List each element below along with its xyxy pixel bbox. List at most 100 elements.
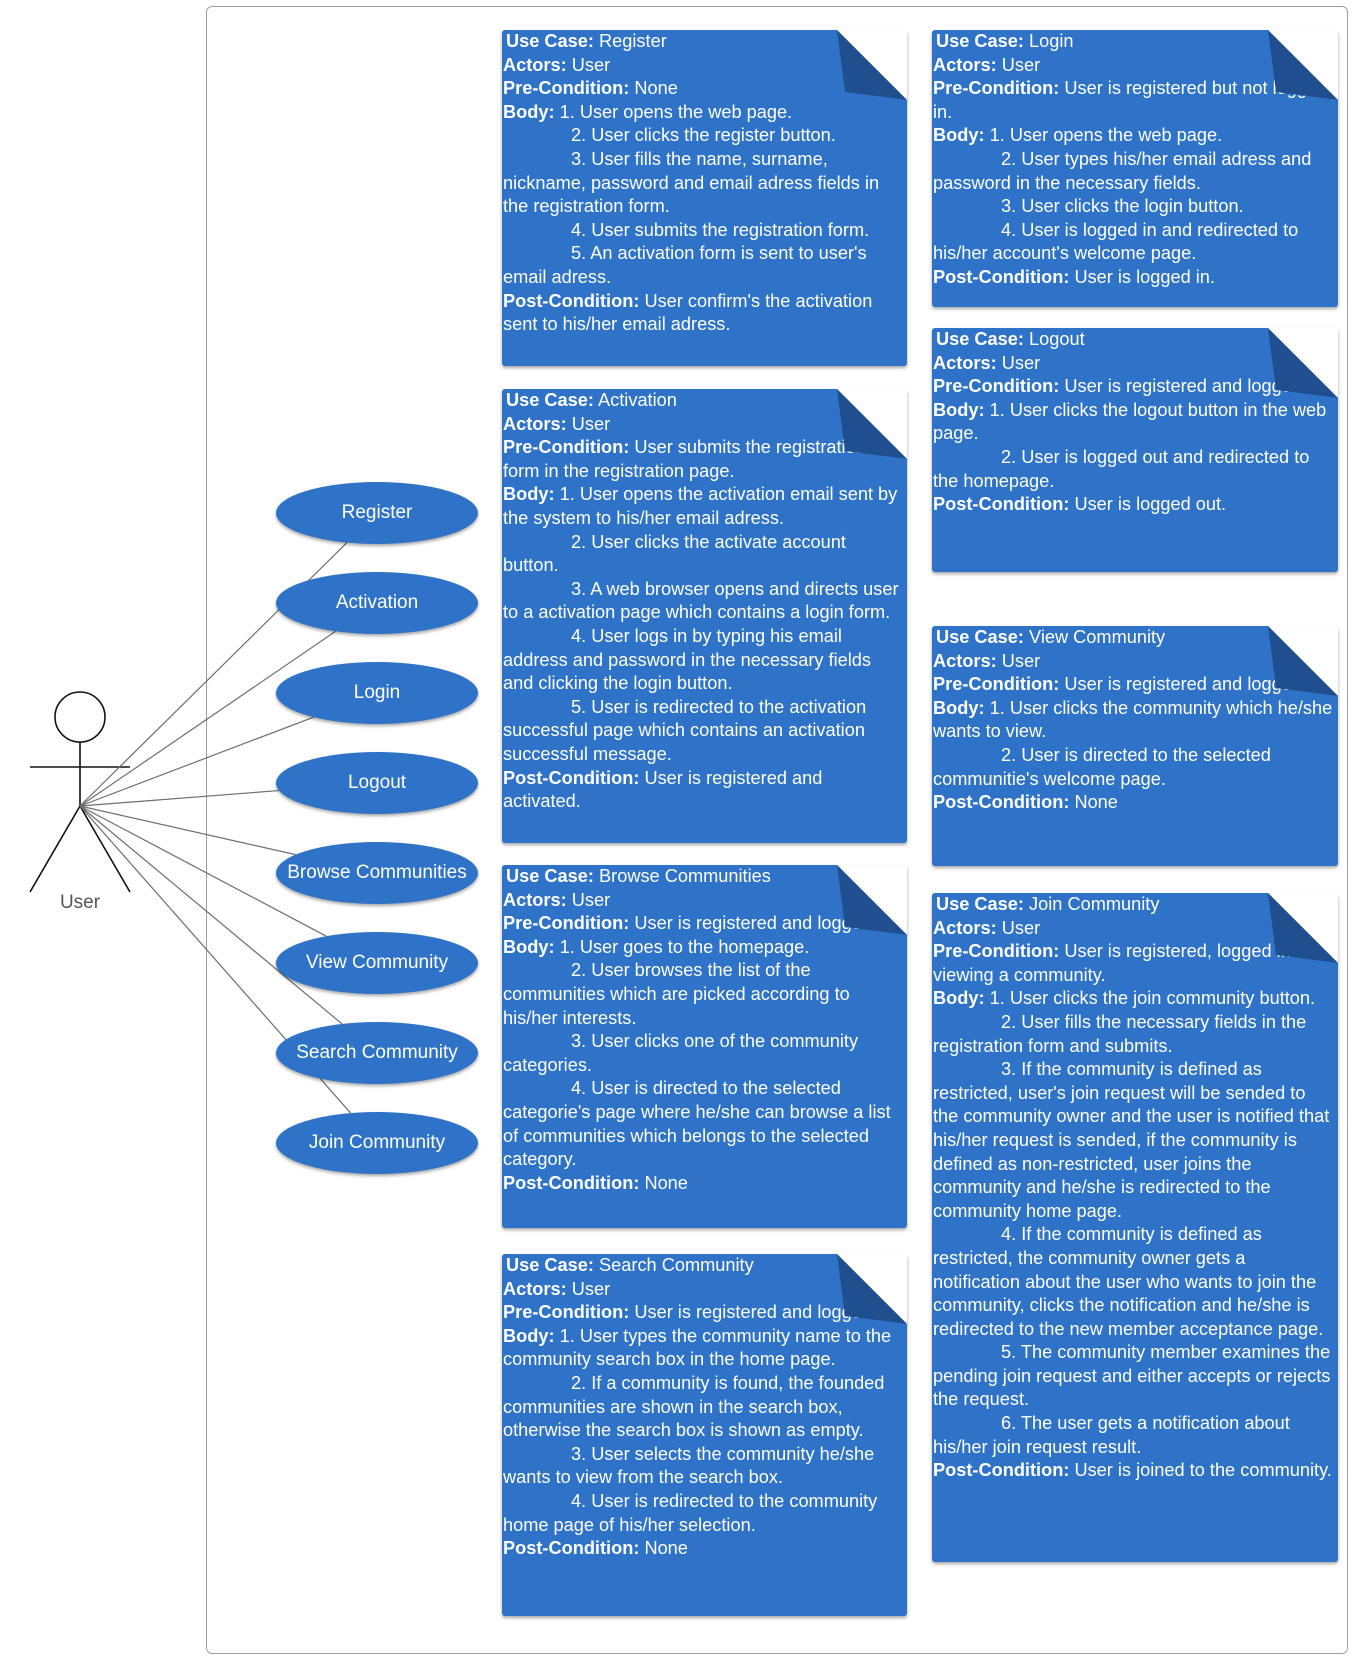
body-step-4: 4. If the community is defined as restri… — [933, 1224, 1324, 1339]
use-case-value: Join Community — [1029, 894, 1160, 914]
body-step-1-row: Body: 1. User opens the web page. — [503, 101, 903, 125]
post-condition-key: Post-Condition: — [933, 1460, 1070, 1481]
body-step-1-key: Body: — [933, 399, 985, 420]
actors-value: User — [1001, 54, 1041, 75]
body-step-1-key: Body: — [933, 988, 985, 1009]
usecase-search-community[interactable]: Search Community — [276, 1022, 478, 1084]
body-step-2: 2. User is logged out and redirected to … — [933, 446, 1310, 491]
pre-condition-row: Pre-Condition: User is registered and lo… — [933, 673, 1334, 697]
pre-condition-value: None — [634, 78, 678, 99]
usecase-join-community[interactable]: Join Community — [276, 1112, 478, 1174]
usecase-browse-communities[interactable]: Browse Communities — [276, 842, 478, 904]
post-condition-value: User is logged out. — [1074, 494, 1227, 515]
post-condition-value: User confirm's the activation sent to hi… — [503, 290, 873, 335]
use-case-key: Use Case: — [506, 390, 594, 410]
usecase-activation[interactable]: Activation — [276, 572, 478, 634]
usecase-view-community[interactable]: View Community — [276, 932, 478, 994]
pre-condition-value: User is registered and logged in. — [634, 913, 897, 934]
post-condition-row: Post-Condition: User is logged out. — [933, 493, 1334, 517]
page-fold-icon — [1268, 328, 1338, 398]
post-condition-key: Post-Condition: — [933, 494, 1070, 515]
use-case-row: Use Case: Login — [933, 30, 1334, 54]
body-step-2: 2. User is directed to the selected comm… — [933, 744, 1271, 789]
post-condition-key: Post-Condition: — [933, 266, 1070, 287]
body-step-1-value: 1. User opens the web page. — [559, 101, 793, 122]
actors-key: Actors: — [503, 54, 567, 75]
body-step-3: 3. User clicks the login button. — [1001, 196, 1244, 217]
use-case-row: Use Case: Activation — [503, 389, 903, 413]
usecase-register[interactable]: Register — [276, 482, 478, 544]
actors-value: User — [571, 54, 611, 75]
page-fold-icon — [1268, 626, 1338, 696]
body-step-1-key: Body: — [933, 697, 985, 718]
pre-condition-key: Pre-Condition: — [503, 437, 630, 458]
association-line — [79, 805, 343, 1025]
page-fold-icon — [1268, 893, 1338, 963]
page-fold-icon — [1268, 30, 1338, 100]
use-case-key: Use Case: — [506, 1255, 594, 1275]
association-line — [79, 789, 280, 807]
post-condition-row: Post-Condition: User is registered and a… — [503, 767, 903, 814]
association-line — [79, 716, 314, 807]
use-case-value: Login — [1029, 31, 1074, 51]
body-step-2: 2. User browses the list of the communit… — [503, 960, 850, 1028]
actors-key: Actors: — [933, 650, 997, 671]
body-step-1-key: Body: — [503, 101, 555, 122]
post-condition-key: Post-Condition: — [933, 792, 1070, 813]
usecase-logout[interactable]: Logout — [276, 752, 478, 814]
body-step-2: 2. User types his/her email adress and p… — [933, 148, 1312, 193]
pre-condition-row: Pre-Condition: User is registered and lo… — [933, 375, 1334, 399]
body-step-1-value: 1. User clicks the join community button… — [989, 988, 1316, 1009]
page-fold-icon — [837, 865, 907, 935]
body-step-3: 3. User selects the community he/she wan… — [503, 1443, 875, 1488]
actors-value: User — [1001, 917, 1041, 938]
actors-row: Actors: User — [933, 650, 1334, 674]
actors-row: Actors: User — [503, 1278, 903, 1302]
use-case-key: Use Case: — [506, 866, 594, 886]
use-case-value: Logout — [1029, 329, 1085, 349]
use-case-key: Use Case: — [936, 329, 1024, 349]
body-step-1-value: 1. User goes to the homepage. — [559, 936, 810, 957]
pre-condition-row: Pre-Condition: None — [503, 77, 903, 101]
actors-value: User — [1001, 650, 1041, 671]
use-case-row: Use Case: Browse Communities — [503, 865, 903, 889]
body-step-5: 5. User is redirected to the activation … — [503, 696, 867, 764]
pre-condition-row: Pre-Condition: User is registered but no… — [933, 77, 1334, 124]
post-condition-value: None — [1074, 792, 1118, 813]
body-step-4: 4. User is directed to the selected cate… — [503, 1078, 891, 1170]
use-case-row: Use Case: Logout — [933, 328, 1334, 352]
pre-condition-row: Pre-Condition: User is registered and lo… — [503, 1301, 903, 1325]
pre-condition-row: Pre-Condition: User is registered, logge… — [933, 940, 1334, 987]
use-case-row: Use Case: Search Community — [503, 1254, 903, 1278]
pre-condition-value: User is registered and logged in. — [1064, 674, 1327, 695]
body-step-1-value: 1. User opens the activation email sent … — [503, 484, 898, 528]
pre-condition-value: User is registered and logged in. — [1064, 376, 1327, 397]
pre-condition-value: User is registered and logged in. — [634, 1302, 897, 1323]
body-step-3: 3. User clicks one of the community cate… — [503, 1031, 859, 1075]
actors-key: Actors: — [503, 889, 567, 910]
actors-value: User — [571, 413, 611, 434]
page-fold-icon — [837, 389, 907, 459]
body-step-1-row: Body: 1. User clicks the join community … — [933, 987, 1334, 1011]
page-fold-icon — [837, 1254, 907, 1324]
body-step-1-row: Body: 1. User opens the web page. — [933, 124, 1334, 148]
post-condition-value: User is registered and activated. — [503, 767, 823, 812]
actors-row: Actors: User — [933, 54, 1334, 78]
usecase-login[interactable]: Login — [276, 662, 478, 724]
actors-row: Actors: User — [503, 413, 903, 437]
actors-row: Actors: User — [503, 889, 903, 913]
body-step-4: 4. User is logged in and redirected to h… — [933, 219, 1299, 264]
body-step-1-row: Body: 1. User goes to the homepage. — [503, 936, 903, 960]
post-condition-value: None — [644, 1172, 688, 1193]
actors-row: Actors: User — [933, 352, 1334, 376]
pre-condition-key: Pre-Condition: — [933, 674, 1060, 695]
body-step-4: 4. User submits the registration form. — [571, 219, 870, 240]
page-fold-icon — [837, 30, 907, 100]
